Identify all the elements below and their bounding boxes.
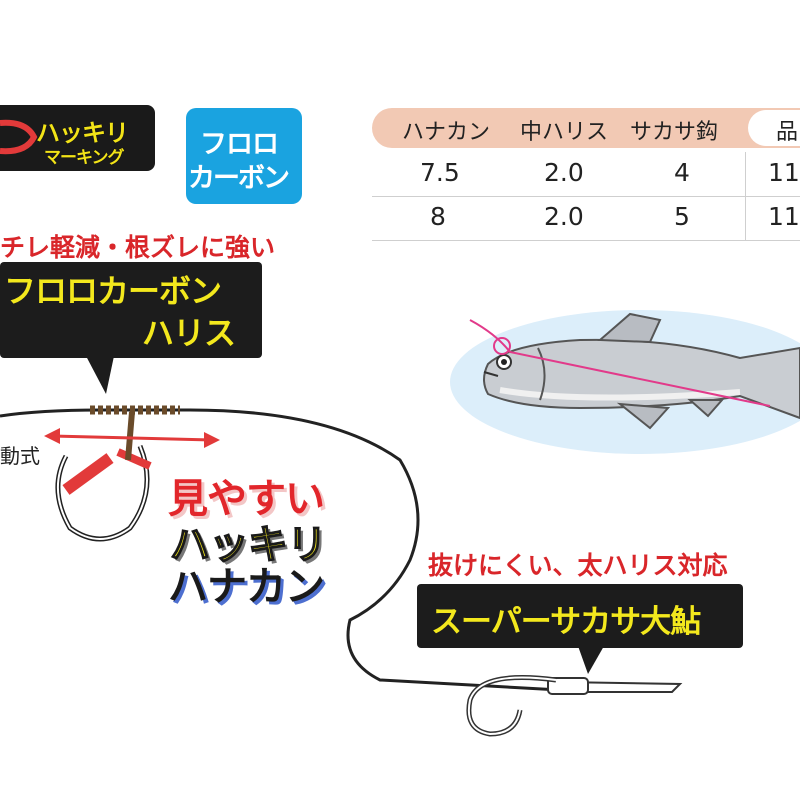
table-divider <box>745 152 746 240</box>
header-pill <box>748 110 800 146</box>
cell-hanakan: 7.5 <box>420 158 460 187</box>
cell-product: 11 <box>768 202 800 231</box>
header-sakasa: サカサ鈎 <box>630 120 719 145</box>
spec-table-header: ハナカン 中ハリス サカサ鈎 品 <box>372 108 800 148</box>
marking-swoosh-icon <box>0 119 38 155</box>
harisu-callout-line1: フロロカーボン <box>4 272 222 310</box>
harisu-callout-line2: ハリス <box>142 314 236 352</box>
marking-badge: ハッキリ マーキング <box>0 105 155 171</box>
marking-badge-line2: マーキング <box>44 148 124 168</box>
feature-line1: 見やすい <box>168 476 325 522</box>
hook-callout-line1: スーパーサカサ大鮎 <box>431 604 701 640</box>
cell-naka-harisu: 2.0 <box>544 158 584 187</box>
harisu-callout: フロロカーボン ハリス <box>0 262 262 358</box>
hook-callout: スーパーサカサ大鮎 <box>417 584 743 648</box>
cell-product: 11 <box>768 158 800 187</box>
hook-caption: 抜けにくい、太ハリス対応 <box>428 551 728 580</box>
feature-line3: ハナカン <box>168 564 325 610</box>
table-row: 7.5 2.0 4 11 <box>372 152 800 197</box>
marking-badge-line1: ハッキリ <box>36 119 129 147</box>
cell-sakasa: 4 <box>674 158 690 187</box>
ayu-fish-illustration <box>450 310 800 454</box>
cell-naka-harisu: 2.0 <box>544 202 584 231</box>
fluoro-badge-line2: カーボン <box>188 163 290 194</box>
table-row: 8 2.0 5 11 <box>372 196 800 241</box>
fluoro-badge-line1: フロロ <box>200 129 279 160</box>
header-product: 品 <box>776 120 799 145</box>
header-hanakan: ハナカン <box>402 120 491 145</box>
harisu-caption: チレ軽減・根ズレに強い <box>0 233 276 262</box>
cell-hanakan: 8 <box>430 202 446 231</box>
harisu-callout-pointer <box>86 356 114 394</box>
rig-line-illustration <box>0 405 683 737</box>
fluoro-badge: フロロ カーボン <box>186 108 302 204</box>
cell-sakasa: 5 <box>674 202 690 231</box>
feature-line2: ハッキリ <box>169 521 328 569</box>
hook-callout-pointer <box>578 646 604 674</box>
header-naka-harisu: 中ハリス <box>520 120 609 145</box>
side-label: 動式 <box>0 444 40 468</box>
